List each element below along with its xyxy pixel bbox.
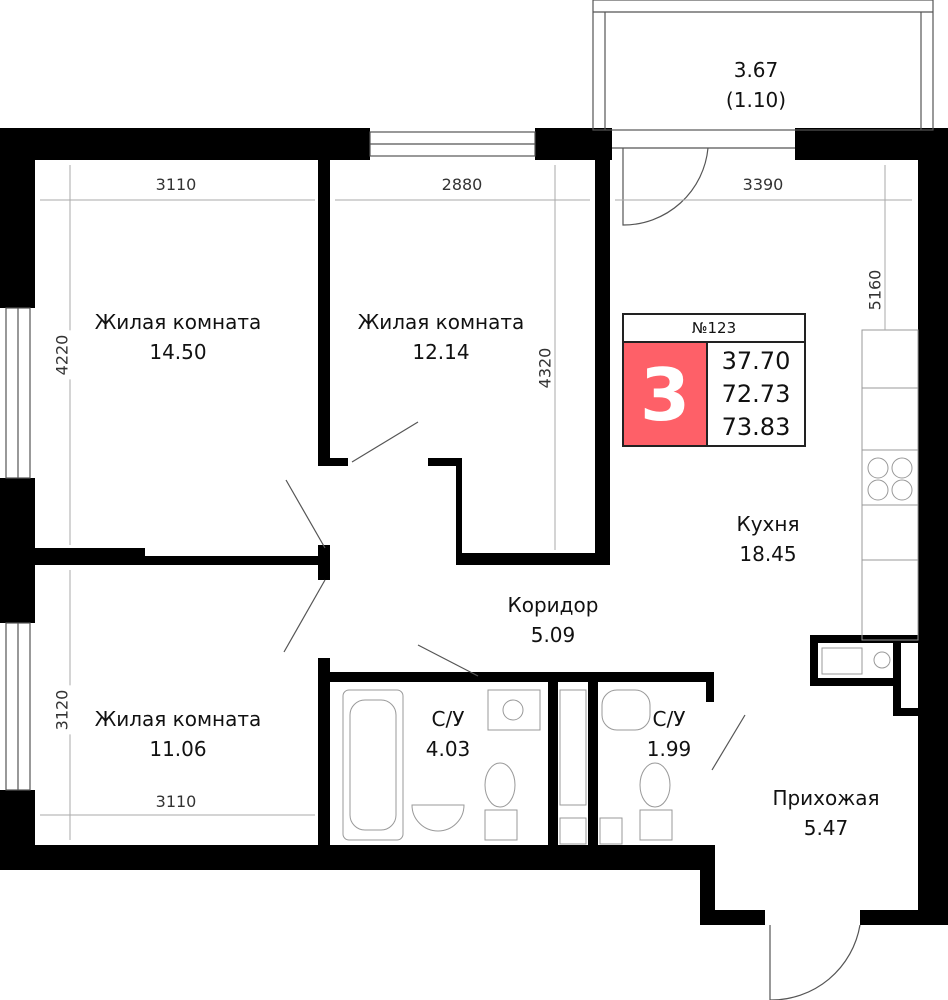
dim-room2-width: 2880 <box>437 175 487 194</box>
windows-and-doors <box>5 0 934 1000</box>
fixtures <box>342 329 919 845</box>
total-area: 72.73 <box>721 380 791 408</box>
balcony-label: 3.67 (1.10) <box>726 55 786 115</box>
dim-room3-width: 3110 <box>151 792 201 811</box>
dim-kitchen-height: 5160 <box>865 265 885 315</box>
balcony-reduced-area: (1.10) <box>725 88 787 112</box>
total-area-with-balcony: 73.83 <box>721 413 791 441</box>
living-area: 37.70 <box>721 347 791 375</box>
dim-room3-height: 3120 <box>52 685 72 735</box>
dim-room1-width: 3110 <box>151 175 201 194</box>
apartment-number: №123 <box>624 315 804 343</box>
apartment-info-card: №123 3 37.70 72.73 73.83 <box>622 313 806 447</box>
dim-room1-height: 4220 <box>52 330 72 380</box>
balcony-area: 3.67 <box>733 58 779 82</box>
dim-kitchen-width: 3390 <box>738 175 788 194</box>
area-summary: 37.70 72.73 73.83 <box>708 345 804 444</box>
room-count-badge: 3 <box>624 343 708 445</box>
dim-room2-height: 4320 <box>535 343 555 393</box>
walls <box>0 128 948 925</box>
